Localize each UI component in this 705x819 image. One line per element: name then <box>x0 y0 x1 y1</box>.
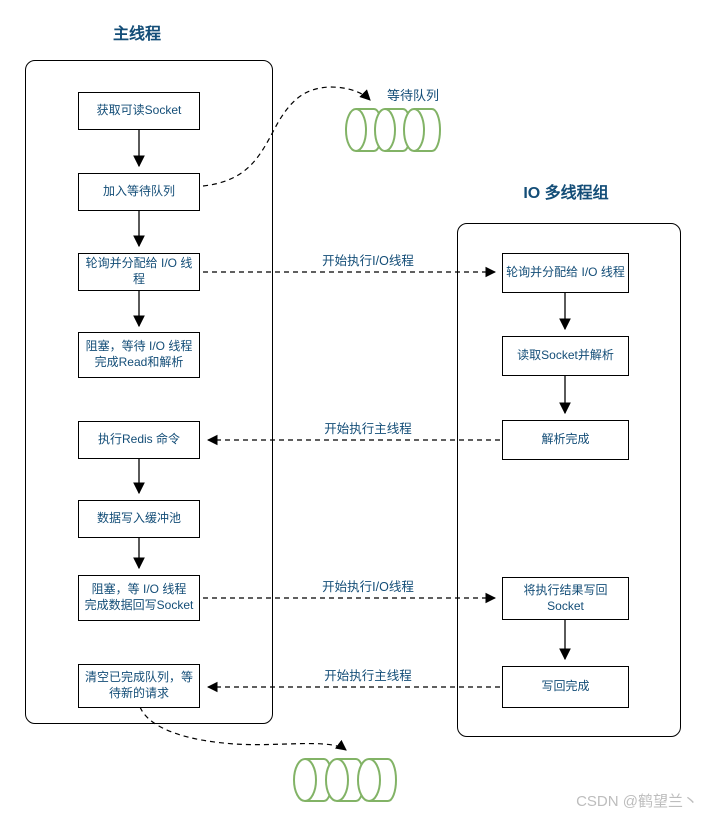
node-write-buffer-pool: 数据写入缓冲池 <box>78 500 200 538</box>
node-writeback-done: 写回完成 <box>502 666 629 708</box>
node-read-socket-parse: 读取Socket并解析 <box>502 336 629 376</box>
main-thread-container <box>25 60 273 724</box>
csdn-watermark: CSDN @鹤望兰丶 <box>576 793 698 810</box>
wait-queue-cylinders <box>345 108 441 152</box>
wait-queue-label: 等待队列 <box>386 88 439 103</box>
node-get-readable-socket: 获取可读Socket <box>78 92 200 130</box>
cross-thread-arrows <box>139 86 500 751</box>
node-clear-finished-queue: 清空已完成队列，等 待新的请求 <box>78 664 200 708</box>
to-wait-queue-curve <box>202 86 371 187</box>
node-main-poll-assign-io: 轮询并分配给 I/O 线程 <box>78 253 200 291</box>
io-group-container <box>457 223 681 737</box>
edge-label-start-main-2: 开始执行主线程 <box>324 669 412 683</box>
node-block-wait-read-parse: 阻塞，等待 I/O 线程 完成Read和解析 <box>78 332 200 378</box>
node-join-wait-queue: 加入等待队列 <box>78 173 200 211</box>
io-group-title: IO 多线程组 <box>523 185 609 202</box>
node-exec-redis-command: 执行Redis 命令 <box>78 421 200 459</box>
node-io-poll-assign-io: 轮询并分配给 I/O 线程 <box>502 253 629 293</box>
edge-label-start-main-1: 开始执行主线程 <box>324 422 412 436</box>
node-block-wait-writeback: 阻塞，等 I/O 线程 完成数据回写Socket <box>78 575 200 621</box>
main-thread-title: 主线程 <box>112 26 161 43</box>
node-write-result-socket: 将执行结果写回 Socket <box>502 577 629 620</box>
node-parse-done: 解析完成 <box>502 420 629 460</box>
to-bottom-queue-curve <box>139 706 347 751</box>
finished-queue-cylinders <box>293 758 397 802</box>
edge-label-start-io-1: 开始执行I/O线程 <box>322 254 414 268</box>
edge-label-start-io-2: 开始执行I/O线程 <box>322 580 414 594</box>
